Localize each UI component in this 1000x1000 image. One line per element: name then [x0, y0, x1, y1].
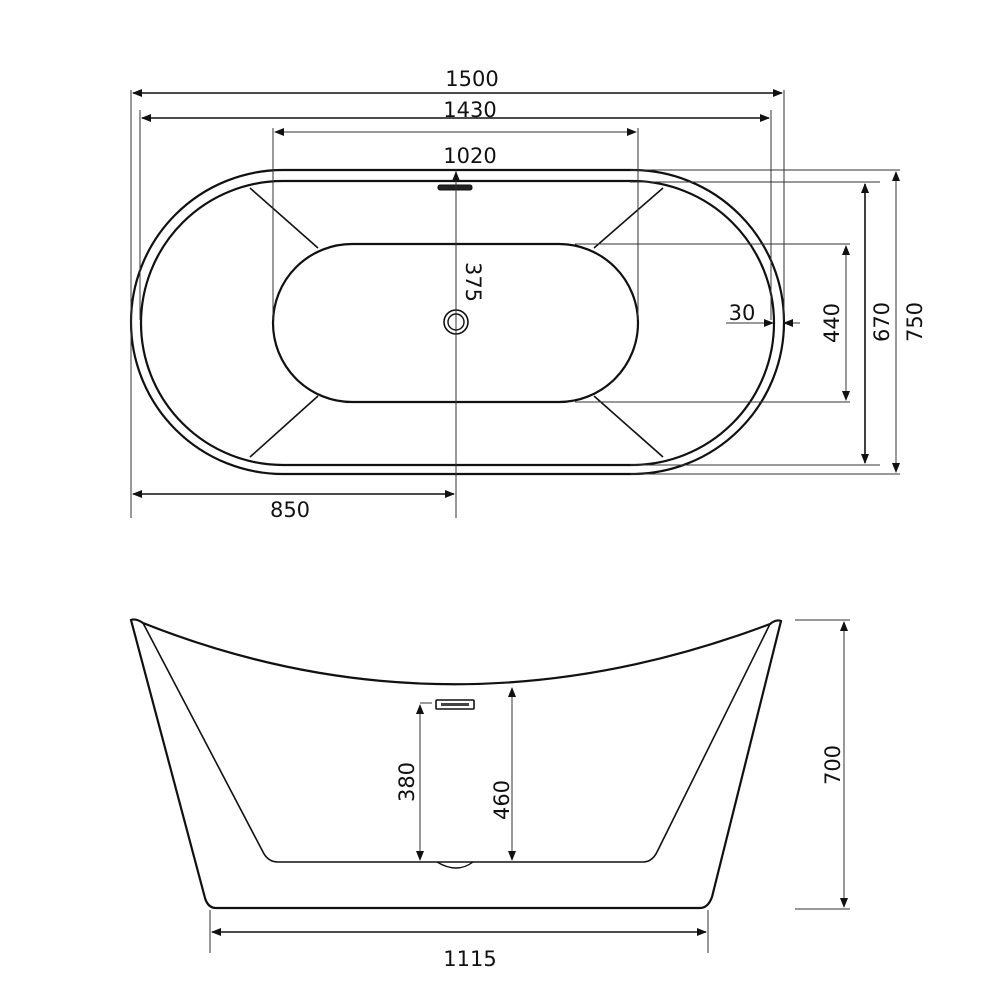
inner-rim-outline — [139, 179, 776, 467]
dim-overall-height: 700 — [821, 745, 845, 785]
dim-inner-width: 670 — [870, 302, 894, 342]
dim-drain-from-edge: 850 — [270, 498, 310, 522]
dim-overflow-to-drain: 375 — [461, 262, 485, 302]
dim-rim-thickness: 30 — [729, 301, 756, 325]
dim-overflow-height: 380 — [395, 762, 419, 802]
dim-overall-width: 750 — [903, 302, 927, 342]
top-view: 1500 1430 1020 850 375 30 440 670 750 — [129, 67, 927, 522]
overflow-icon — [437, 184, 473, 191]
dim-inner-depth: 460 — [490, 780, 514, 820]
dim-rim-inner-length: 1430 — [443, 98, 496, 122]
inner-basin-outline — [142, 622, 771, 863]
dim-base-length: 1115 — [443, 947, 496, 971]
side-view: 380 460 700 1115 — [129, 618, 850, 971]
outer-rim-outline — [129, 168, 786, 476]
dim-basin-width: 440 — [820, 303, 844, 343]
extension-lines — [130, 90, 900, 518]
slope-lines — [249, 187, 664, 458]
dim-basin-flat-length: 1020 — [443, 144, 496, 168]
dim-overall-length: 1500 — [445, 67, 498, 91]
side-shell-outline — [129, 618, 783, 910]
